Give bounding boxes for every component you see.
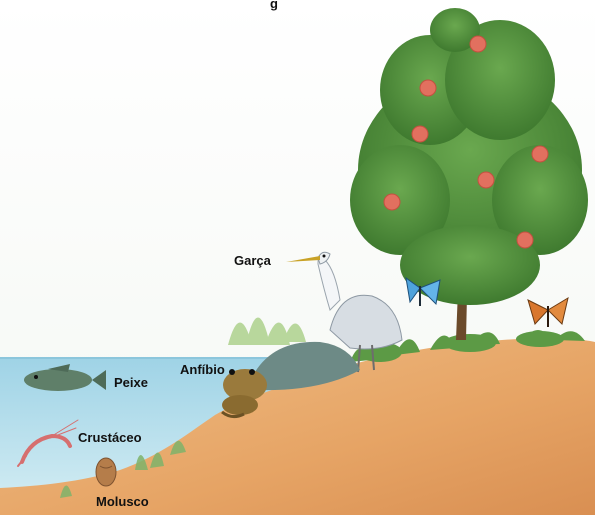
label-heron: Garça — [234, 253, 271, 268]
title-fragment: g — [270, 0, 278, 11]
label-crustacean: Crustáceo — [78, 430, 142, 445]
label-amphibian: Anfíbio — [180, 362, 225, 377]
label-mollusc: Molusco — [96, 494, 149, 509]
label-fish: Peixe — [114, 375, 148, 390]
mollusc — [96, 458, 116, 486]
